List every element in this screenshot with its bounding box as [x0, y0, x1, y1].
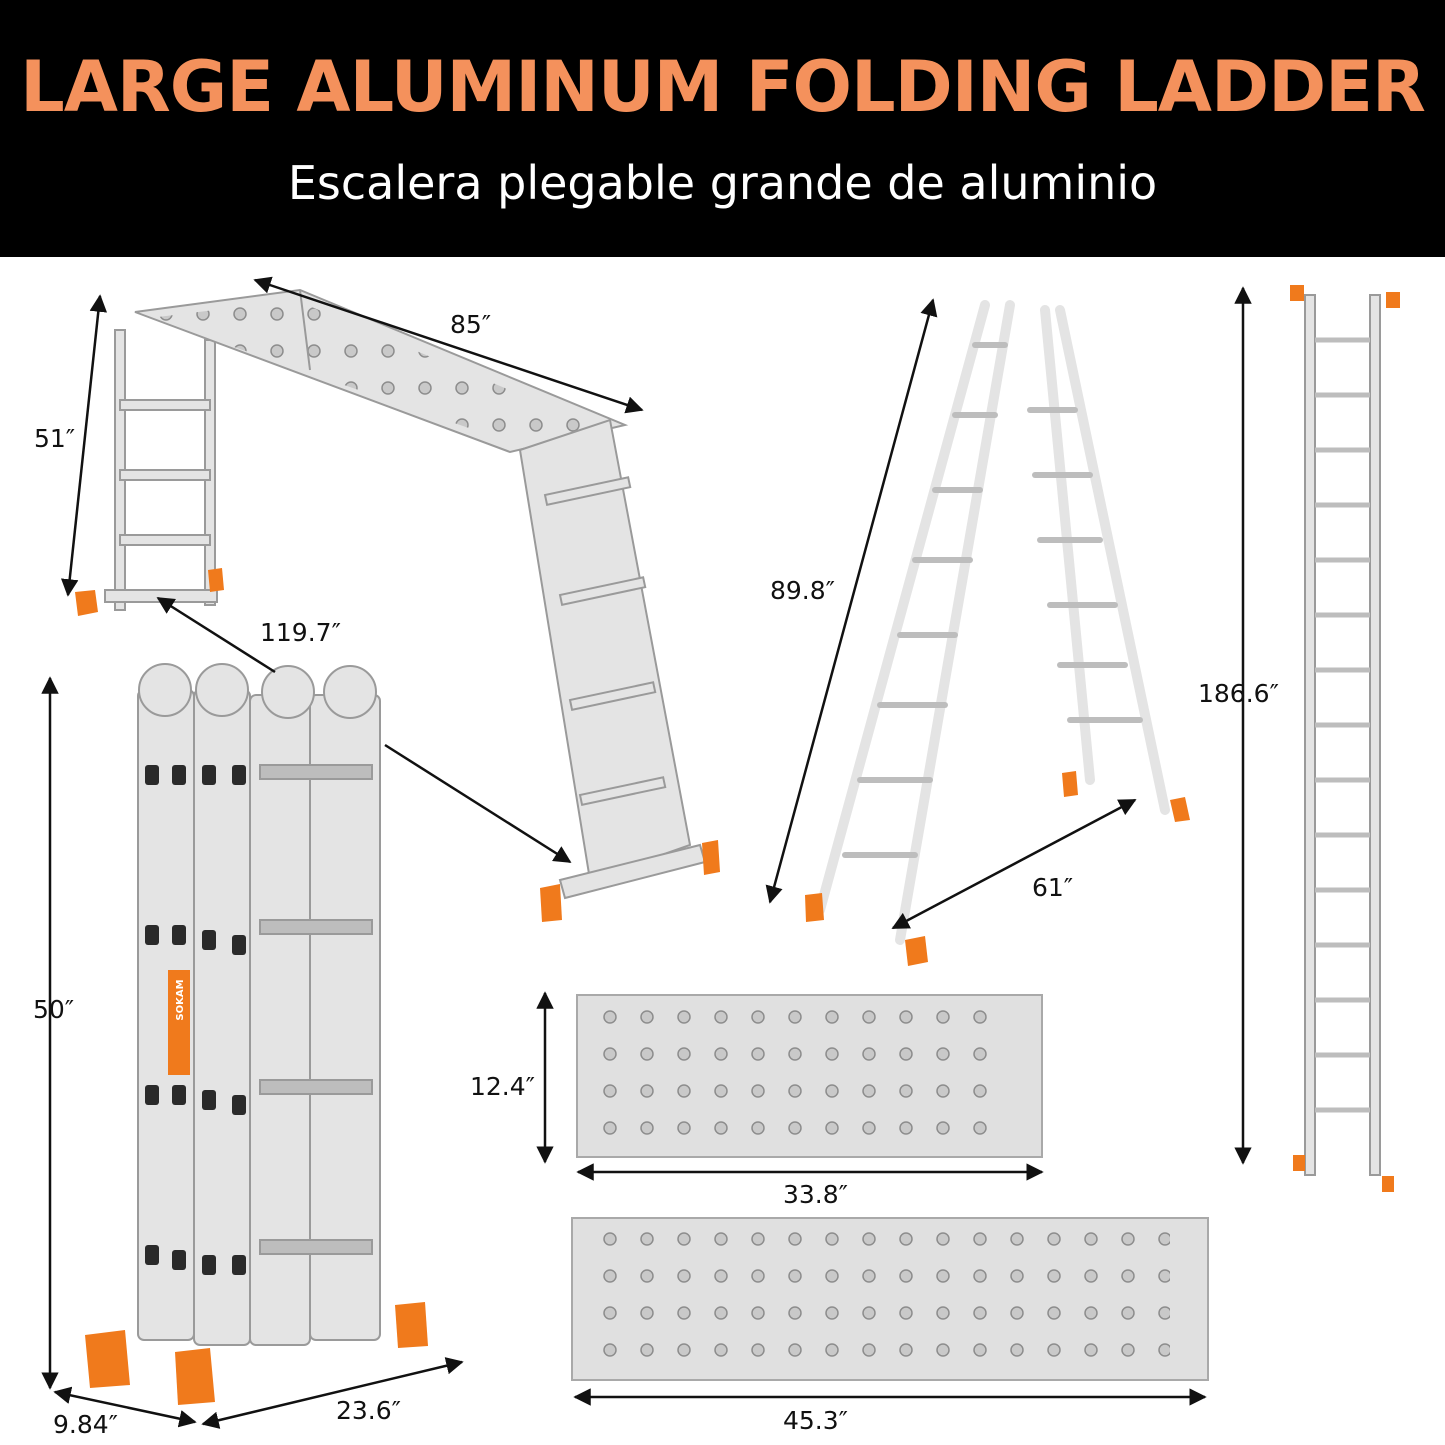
arrow-23-6 [201, 1357, 464, 1429]
dim-a-frame-height: 89.8″ [770, 576, 836, 605]
arrow-85 [253, 276, 644, 414]
dim-scaffold-span: 85″ [450, 310, 492, 339]
dim-scaffold-length: 119.7″ [260, 618, 341, 647]
arrow-61 [891, 798, 1137, 930]
dim-large-plate-length: 45.3″ [783, 1406, 849, 1435]
dim-a-frame-base: 61″ [1032, 873, 1074, 902]
dim-scaffold-height: 51″ [34, 424, 76, 453]
a-frame-ladder-illustration [815, 300, 1170, 945]
large-platform-plate [571, 1217, 1209, 1381]
straight-ladder-illustration [1290, 285, 1400, 1192]
arrow-119-7-b [384, 743, 572, 864]
small-platform-plate [576, 994, 1043, 1158]
dim-folded-height: 50″ [33, 995, 75, 1024]
arrow-51 [60, 294, 108, 597]
dim-small-plate-length: 33.8″ [783, 1180, 849, 1209]
brand-label: SOKAM [175, 979, 186, 1020]
page-title: LARGE ALUMINUM FOLDING LADDER [20, 46, 1426, 128]
dim-small-plate-width: 12.4″ [470, 1072, 536, 1101]
dimension-arrows [41, 276, 1252, 1429]
dim-folded-depth: 9.84″ [53, 1410, 119, 1439]
folded-ladder-illustration [85, 663, 428, 1405]
scaffold-feet [75, 568, 720, 922]
page-subtitle: Escalera plegable grande de aluminio [287, 156, 1158, 210]
header-banner: LARGE ALUMINUM FOLDING LADDER Escalera p… [0, 0, 1445, 257]
arrow-119-7-a [156, 596, 276, 674]
dim-folded-width: 23.6″ [336, 1396, 402, 1425]
arrow-89-8 [765, 298, 938, 904]
arrow-9-84 [53, 1386, 197, 1428]
dim-straight-length: 186.6″ [1198, 679, 1279, 708]
